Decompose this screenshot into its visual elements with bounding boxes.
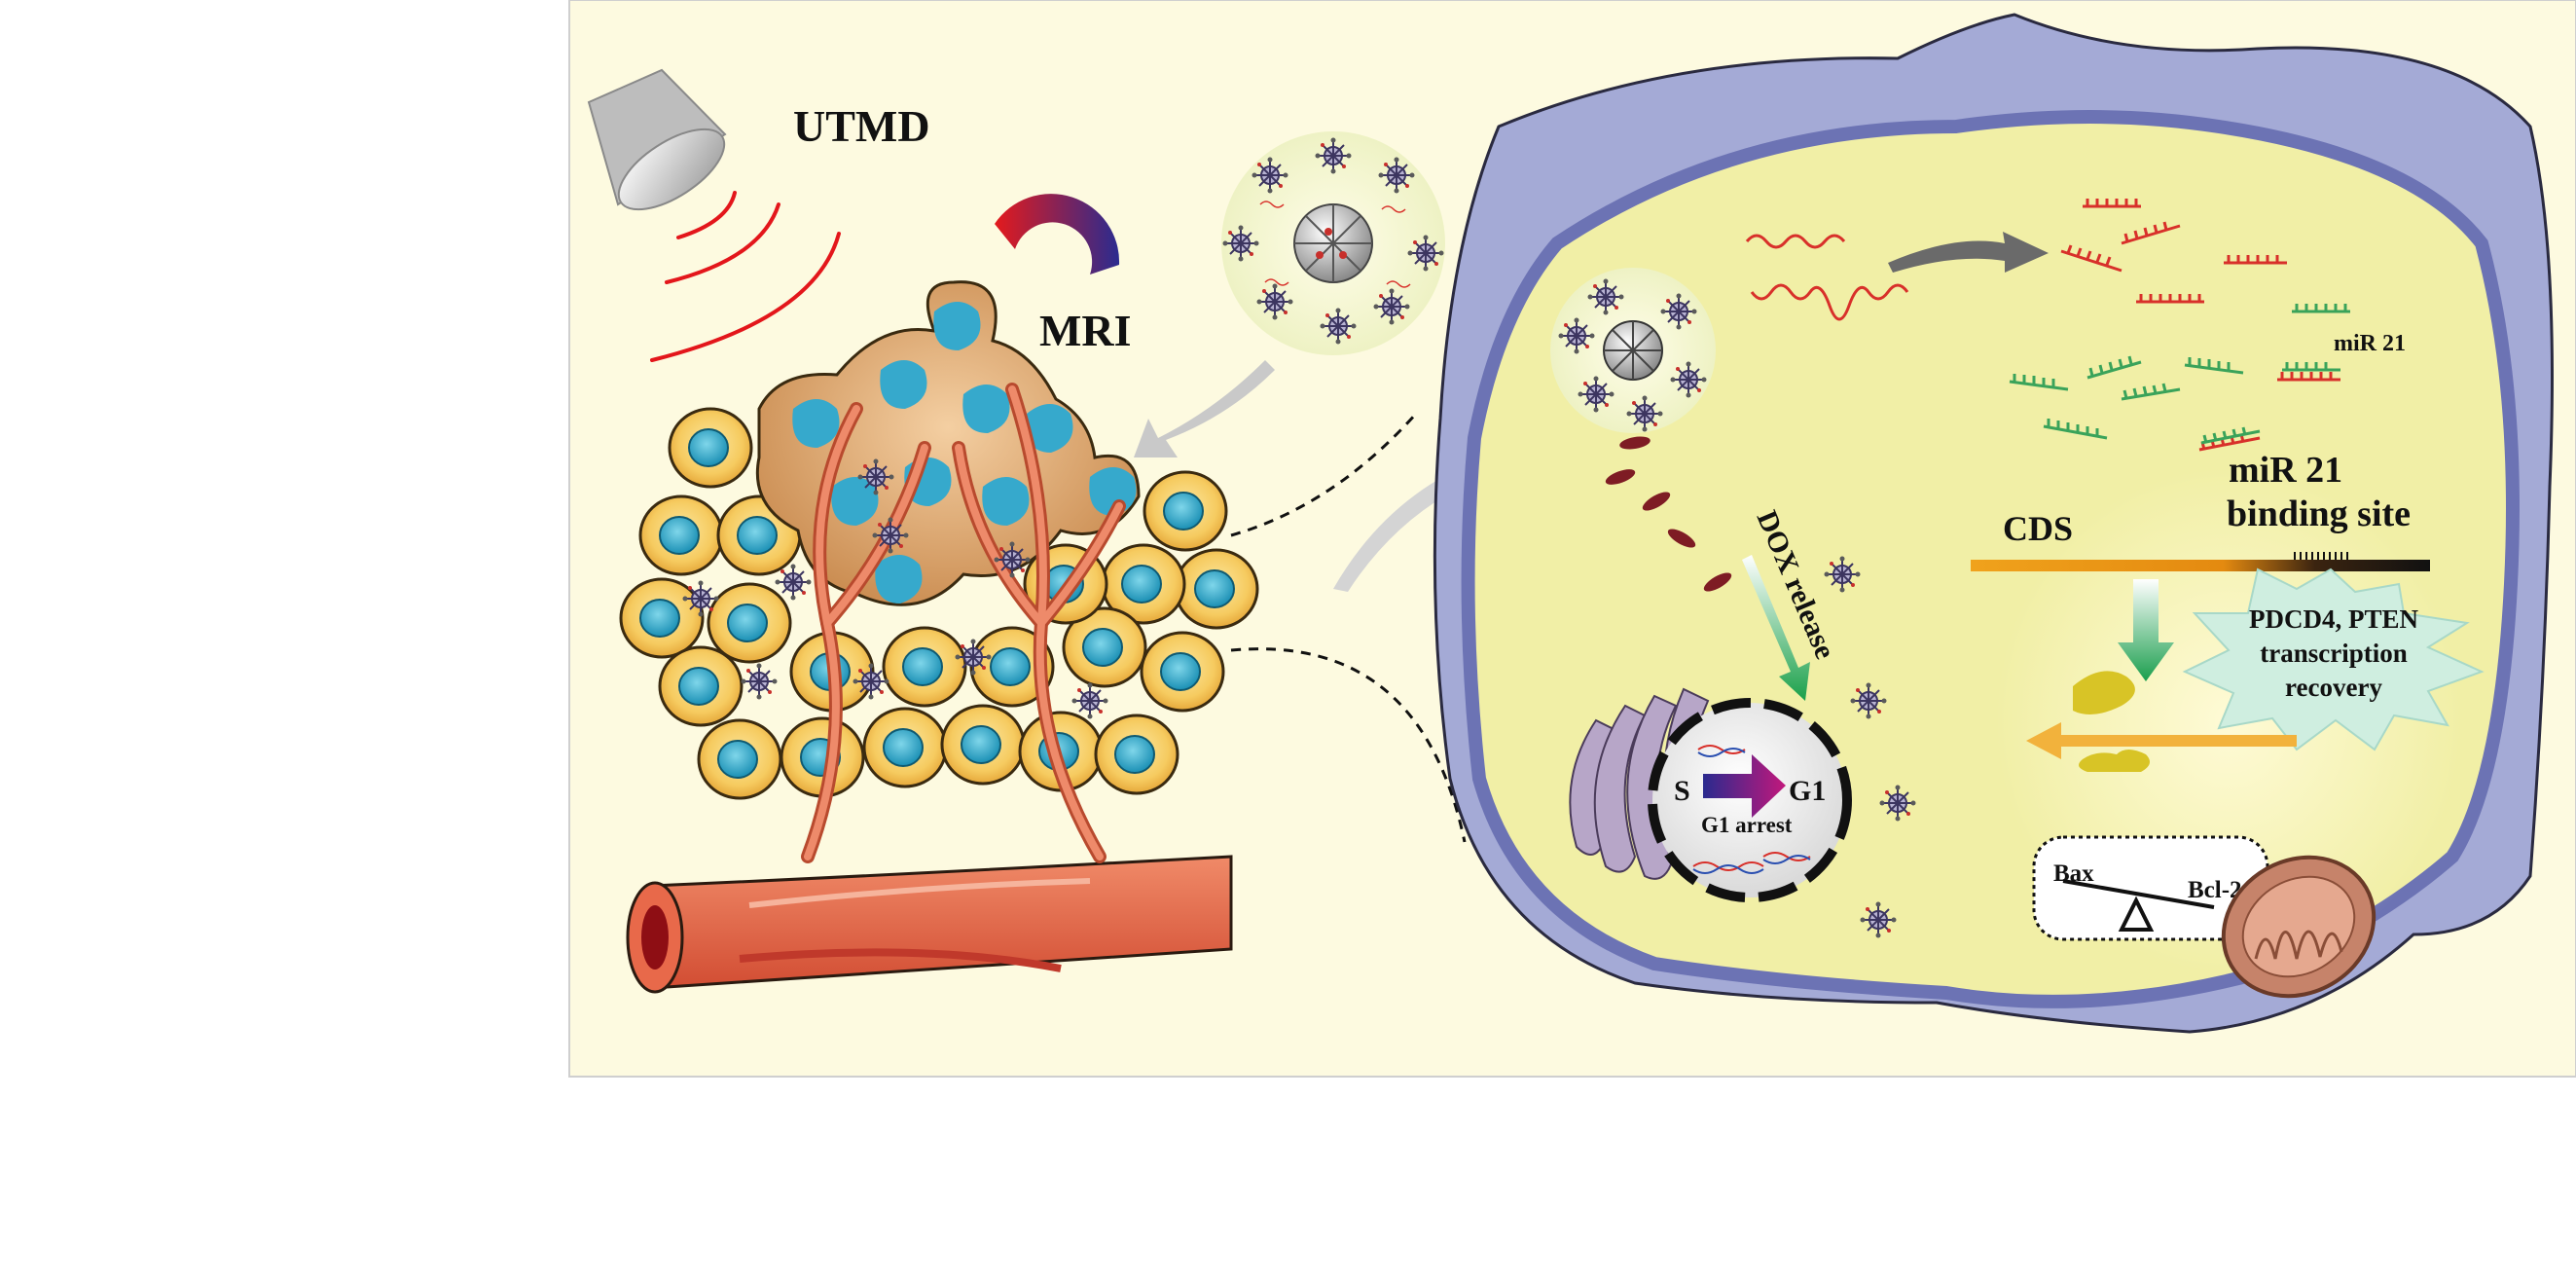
mir21-binding-site-label-line1: miR 21: [2229, 450, 2342, 491]
nanoparticle-closeup: [1221, 131, 1445, 355]
mrna-strands: [1745, 234, 1909, 321]
cds-label: CDS: [2003, 509, 2073, 548]
bax-bcl2-balance: Bax Bcl-2: [2032, 835, 2269, 941]
mitochondrion: [2221, 855, 2376, 999]
mir21-label: miR 21: [2334, 331, 2406, 356]
recovery-burst: [2182, 567, 2485, 751]
nucleus: S G1 G1 arrest: [1648, 698, 1852, 902]
dox-release-arrow: [1742, 555, 1810, 701]
apoptosis-left-arrow: [2026, 722, 2297, 759]
recovery-label-line3: recovery: [2285, 673, 2382, 702]
mir21-binding-site-label-line2: binding site: [2227, 494, 2411, 534]
recovery-label-line1: PDCD4, PTEN: [2249, 604, 2418, 634]
nanoparticle-to-tumor-arrow: [1134, 360, 1275, 458]
cds-bar: [1971, 560, 2430, 571]
g1-arrest-label: G1 arrest: [1701, 813, 1793, 837]
phase-g1-label: G1: [1789, 775, 1826, 807]
translation-down-arrow: [2118, 579, 2174, 681]
utmd-label: UTMD: [793, 101, 930, 151]
mirna-fragments: [2009, 199, 2350, 452]
bax-label: Bax: [2053, 860, 2094, 887]
ultrasound-waves: [650, 191, 841, 362]
internalized-nanoparticle: [1550, 268, 1716, 433]
protein-shape-1: [2073, 671, 2135, 714]
blood-vessel: [626, 855, 1233, 994]
recovery-label-line2: transcription: [2260, 639, 2408, 668]
binding-site-marks: [2294, 552, 2348, 560]
ultrasound-transducer-icon: [587, 68, 727, 211]
tumor-tissue: [619, 280, 1259, 994]
phase-s-label: S: [1674, 775, 1690, 807]
mri-label: MRI: [1039, 306, 1132, 355]
transcription-arrow: [1888, 232, 2049, 273]
s-to-g1-arrow: [1703, 754, 1786, 818]
protein-shape-2: [2079, 750, 2150, 772]
mri-magnet-icon: [995, 194, 1120, 274]
zoom-lines: [1230, 412, 1467, 843]
